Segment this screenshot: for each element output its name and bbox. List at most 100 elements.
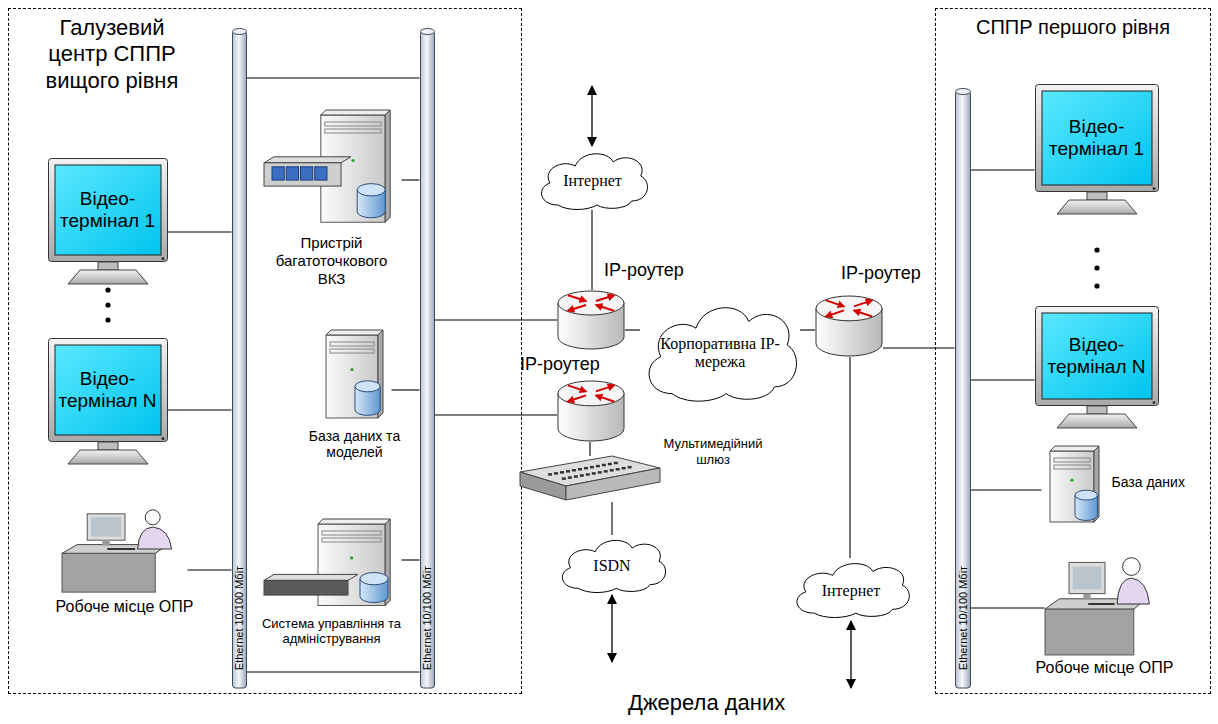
router-arrow [596,305,614,311]
gateway-port [592,472,596,475]
gateway-port [574,475,578,478]
monitor-base [1057,414,1137,428]
node-label: База даних та моделей [300,428,410,462]
router-arrow [596,385,614,391]
network-link [849,357,850,558]
bus-top [420,28,434,34]
monitor-button [1152,187,1155,190]
system-region: СППР першого рівняEthernet 10/100 МбітВі… [935,8,1211,694]
database-server-icon [318,328,392,424]
cloud-outline [562,540,665,592]
network-link [971,169,1035,170]
bus-top [232,28,246,34]
database-cylinder-top [1075,490,1097,500]
network-link [800,329,815,330]
node-label: Корпоративна IP-мережа [660,320,780,386]
router-top [558,291,624,315]
multimedia-gateway-icon [520,456,660,502]
monitor-bezel [1035,84,1158,191]
monitor-button [161,437,164,440]
data-flow-arrow [611,595,612,662]
workstation-screen [1072,566,1101,589]
network-link [971,489,1042,490]
workstation-stand [1083,593,1090,599]
gateway-port [598,471,602,474]
monitor-neck [1087,192,1107,200]
router-arrow [826,300,844,306]
node-label: Інтернет [547,162,638,200]
drive-bay [1054,458,1090,462]
node-label: Мультимедійний шлюз [658,436,768,467]
bus-label: Ethernet 10/100 Мбіт [234,565,245,669]
router-arrow [568,385,586,391]
operator-body [1117,578,1149,604]
cloud-outline [649,308,796,401]
ip-router-icon [815,295,883,357]
ethernet-bus: Ethernet 10/100 Мбіт [955,88,971,690]
network-link [435,319,558,320]
network-link [971,607,1045,608]
monitor-bezel [1035,306,1158,405]
database-server: База даних [1042,444,1108,528]
monitor-neck [98,442,118,450]
unit-button [314,166,326,179]
operator-workstation-icon [62,505,188,593]
videoconference-server: Пристрій багатоточкового ВКЗ [262,108,402,230]
cloud-path [542,154,648,210]
server-top [1050,446,1099,451]
bus-label: Ethernet 10/100 Мбіт [957,565,968,669]
region-heading: Галузевий центр СППР вищого рівня [37,15,187,94]
data-flow-arrow [850,621,851,688]
network-link [402,559,420,560]
monitor-screen [55,345,161,435]
router-arrow [568,305,586,311]
network-cloud: Корпоративна IP-мережа [640,298,800,402]
monitor-neck [1087,406,1107,414]
keyboard [107,548,135,550]
server-side [385,110,390,222]
power-led [350,368,353,371]
monitor-neck [98,262,118,270]
video-terminal: Відео- термінал N [48,338,168,442]
ip-router: IP-роутер [557,380,625,442]
network-link [168,409,232,410]
monitor-screen [55,165,161,255]
unit-top [264,574,358,580]
drive-bay [324,129,380,133]
operator-head [145,509,160,524]
router-arrow [826,310,844,316]
node-label: IP-роутер [520,354,630,376]
node-label: База даних [1112,474,1212,491]
network-link [392,389,420,390]
ip-router-icon [557,380,625,442]
drive-bay [330,349,374,353]
ethernet-bus: Ethernet 10/100 Мбіт [420,28,435,690]
node-label: Відео- термінал N [57,347,159,433]
monitor-base [68,450,148,464]
cloud-path [797,564,909,618]
gateway-port [608,463,612,466]
monitor-bezel [48,158,167,261]
gateway-port [562,477,566,480]
gateway-port [584,467,588,470]
bus-body [420,31,434,688]
gateway-port [586,473,590,476]
drive-bay [324,122,380,126]
router-top [558,381,624,406]
gateway-front [520,472,566,500]
gateway-port [610,469,614,472]
workstation-stand [102,540,110,545]
monitor-screen [1042,91,1152,185]
monitor-button [1152,401,1155,404]
gateway-port [572,469,576,472]
node-label: Відео- термінал 1 [57,167,159,253]
drive-bay [322,531,381,535]
gateway-port [548,473,552,476]
router-arrow [854,310,872,316]
operator-workstation: Робоче місце ОПР [1045,552,1165,656]
node-label: Інтернет [802,572,900,610]
gateway-side [566,468,660,500]
caption-label: Джерела даних [628,690,785,716]
cloud-outline [542,154,648,210]
